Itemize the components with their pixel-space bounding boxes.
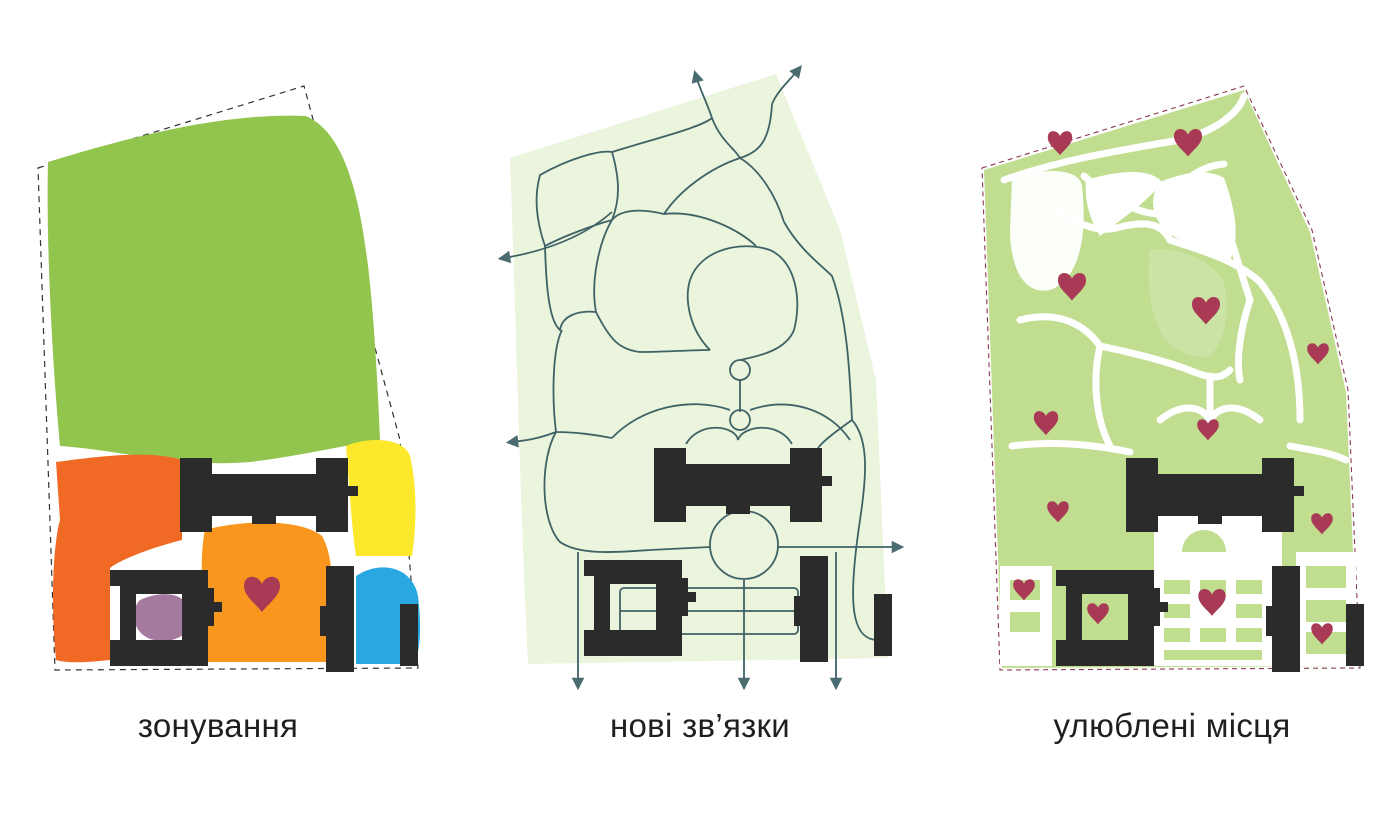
garden-beds — [1010, 530, 1346, 660]
zone-purple — [133, 594, 191, 641]
panel-new-links — [497, 65, 898, 691]
panel-favourite-places — [981, 85, 1364, 672]
site-boundary-3 — [981, 85, 1361, 671]
zone-orange-red — [53, 454, 183, 663]
caption-zoning: зонування — [137, 707, 299, 744]
path-network — [497, 65, 898, 691]
zone-yellow — [346, 440, 416, 556]
caption-favourite-places: улюблені місця — [1053, 707, 1291, 744]
panel-zoning — [37, 85, 421, 672]
caption-new-links: нові зв’язки — [609, 707, 791, 744]
zone-green — [47, 115, 381, 464]
park-walkways — [1000, 92, 1350, 464]
